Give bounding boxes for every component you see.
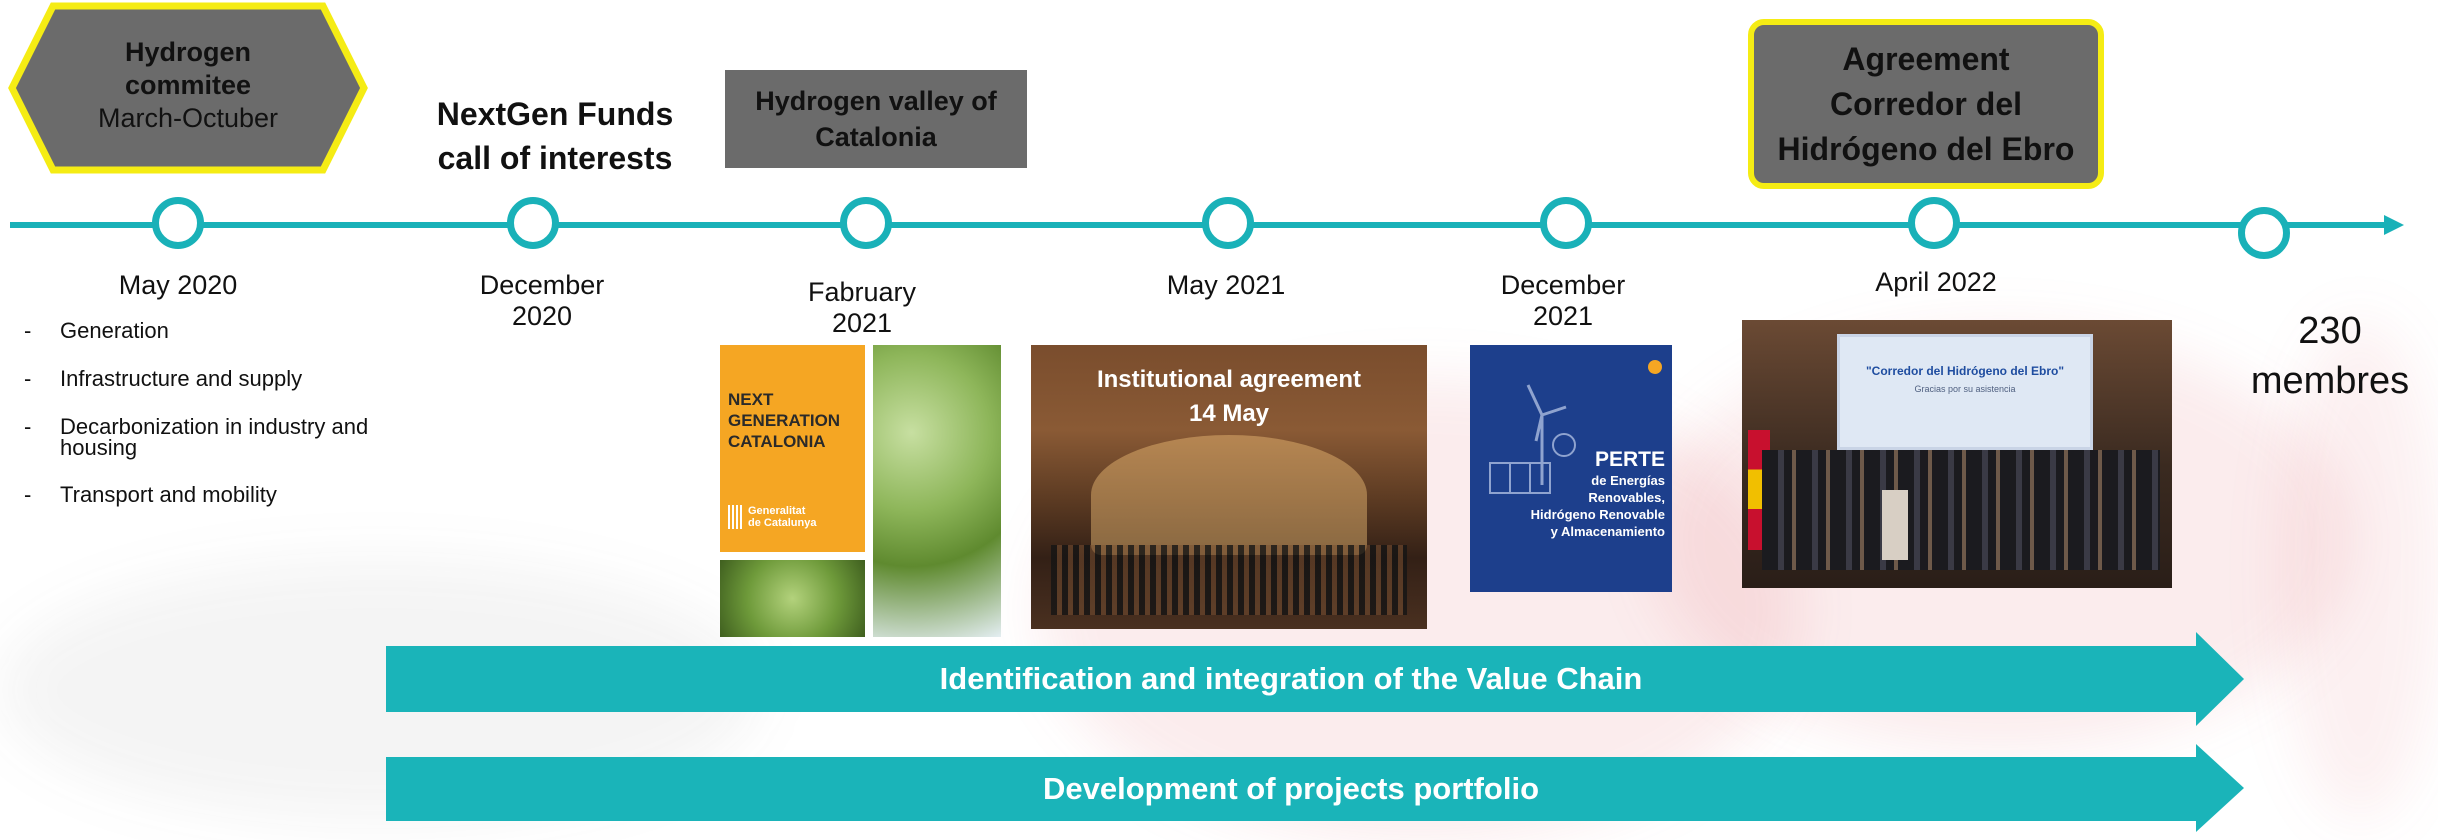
timeline-node-members	[2238, 207, 2290, 259]
card-line1: NEXT	[728, 390, 774, 409]
next-generation-catalonia-card: NEXT GENERATION CATALONIA Generalitat de…	[720, 345, 865, 552]
institutional-line1: Institutional agreement	[1096, 366, 1362, 393]
agreement-corredor-box: Agreement Corredor del Hidrógeno del Ebr…	[1748, 19, 2104, 189]
generalitat-line1: Generalitat	[748, 505, 806, 517]
corredor-event-photo: "Corredor del Hidrógeno del Ebro" Gracia…	[1742, 320, 2172, 588]
valley-line2: Catalonia	[815, 122, 937, 152]
institutional-line2: 14 May	[1188, 400, 1270, 427]
tree-photo-right	[873, 345, 1001, 637]
date-dec-2020: December 2020	[479, 270, 605, 331]
value-chain-band-arrowhead	[2196, 632, 2244, 726]
perte-line4: y Almacenamiento	[1550, 524, 1665, 539]
tree-photo-bottom	[720, 560, 865, 637]
members-number: 230	[2298, 310, 2362, 352]
hydrogen-valley-box: Hydrogen valley of Catalonia	[725, 70, 1027, 168]
perte-line1: de Energías	[1591, 473, 1665, 488]
projects-portfolio-label: Development of projects portfolio	[1042, 771, 1540, 806]
valley-line1: Hydrogen valley of	[755, 86, 997, 116]
perte-line3: Hidrógeno Renovable	[1530, 507, 1665, 522]
timeline-node-apr-2022	[1908, 197, 1960, 249]
institutional-agreement-photo: Institutional agreement 14 May	[1031, 345, 1427, 629]
agreement-line2: Corredor del	[1829, 85, 2022, 122]
timeline-node-dec-2020	[507, 197, 559, 249]
generalitat-logo	[728, 505, 742, 529]
timeline-node-feb-2021	[840, 197, 892, 249]
members-count: 230 membres	[2230, 306, 2430, 406]
value-chain-label: Identification and integration of the Va…	[939, 661, 1643, 696]
projects-portfolio-band-arrowhead	[2196, 744, 2244, 832]
list-item: Infrastructure and supply	[22, 368, 422, 391]
projects-portfolio-band: Development of projects portfolio	[386, 757, 2196, 821]
hydrogen-committee-badge: Hydrogen commitee March-Octuber	[8, 2, 368, 174]
card-line2: GENERATION	[728, 411, 841, 430]
date-dec-2021: December 2021	[1500, 270, 1626, 331]
perte-line2: Renovables,	[1588, 490, 1665, 505]
nextgen-funds-label: NextGen Funds call of interests	[420, 92, 690, 180]
generalitat-line2: de Catalunya	[748, 517, 817, 529]
nextgen-line1: NextGen Funds	[436, 96, 674, 132]
screen-title: "Corredor del Hidrógeno del Ebro"	[1865, 364, 2065, 378]
screen-subtitle: Gracias por su asistencia	[1914, 384, 2016, 394]
wind-solar-icon	[1489, 360, 1662, 494]
date-apr-2022: April 2022	[1875, 267, 1997, 297]
list-item: Generation	[22, 320, 422, 343]
value-chain-band: Identification and integration of the Va…	[386, 646, 2196, 712]
date-may-2021: May 2021	[1166, 270, 1286, 300]
list-item: Decarbonization in industry and housing	[22, 416, 422, 459]
timeline-axis	[10, 222, 2390, 228]
list-item: Transport and mobility	[22, 484, 422, 507]
members-label: membres	[2250, 360, 2410, 402]
committee-title-line1: Hydrogen	[124, 37, 251, 67]
agreement-line1: Agreement	[1842, 40, 2010, 77]
timeline-arrowhead	[2384, 215, 2404, 235]
date-feb-2021: Fabruary 2021	[807, 277, 917, 338]
date-may-2020: May 2020	[118, 270, 238, 300]
committee-title-line2: commitee	[124, 70, 252, 100]
nextgen-line2: call of interests	[437, 140, 673, 176]
timeline-node-may-2020	[152, 197, 204, 249]
perte-card: PERTE de Energías Renovables, Hidrógeno …	[1470, 345, 1672, 592]
committee-topics-list: Generation Infrastructure and supply Dec…	[22, 320, 422, 532]
timeline-node-dec-2021	[1540, 197, 1592, 249]
perte-title: PERTE	[1594, 448, 1665, 471]
committee-period: March-Octuber	[97, 103, 279, 133]
card-line3: CATALONIA	[728, 432, 826, 451]
agreement-line3: Hidrógeno del Ebro	[1777, 130, 2075, 167]
timeline-node-may-2021	[1202, 197, 1254, 249]
